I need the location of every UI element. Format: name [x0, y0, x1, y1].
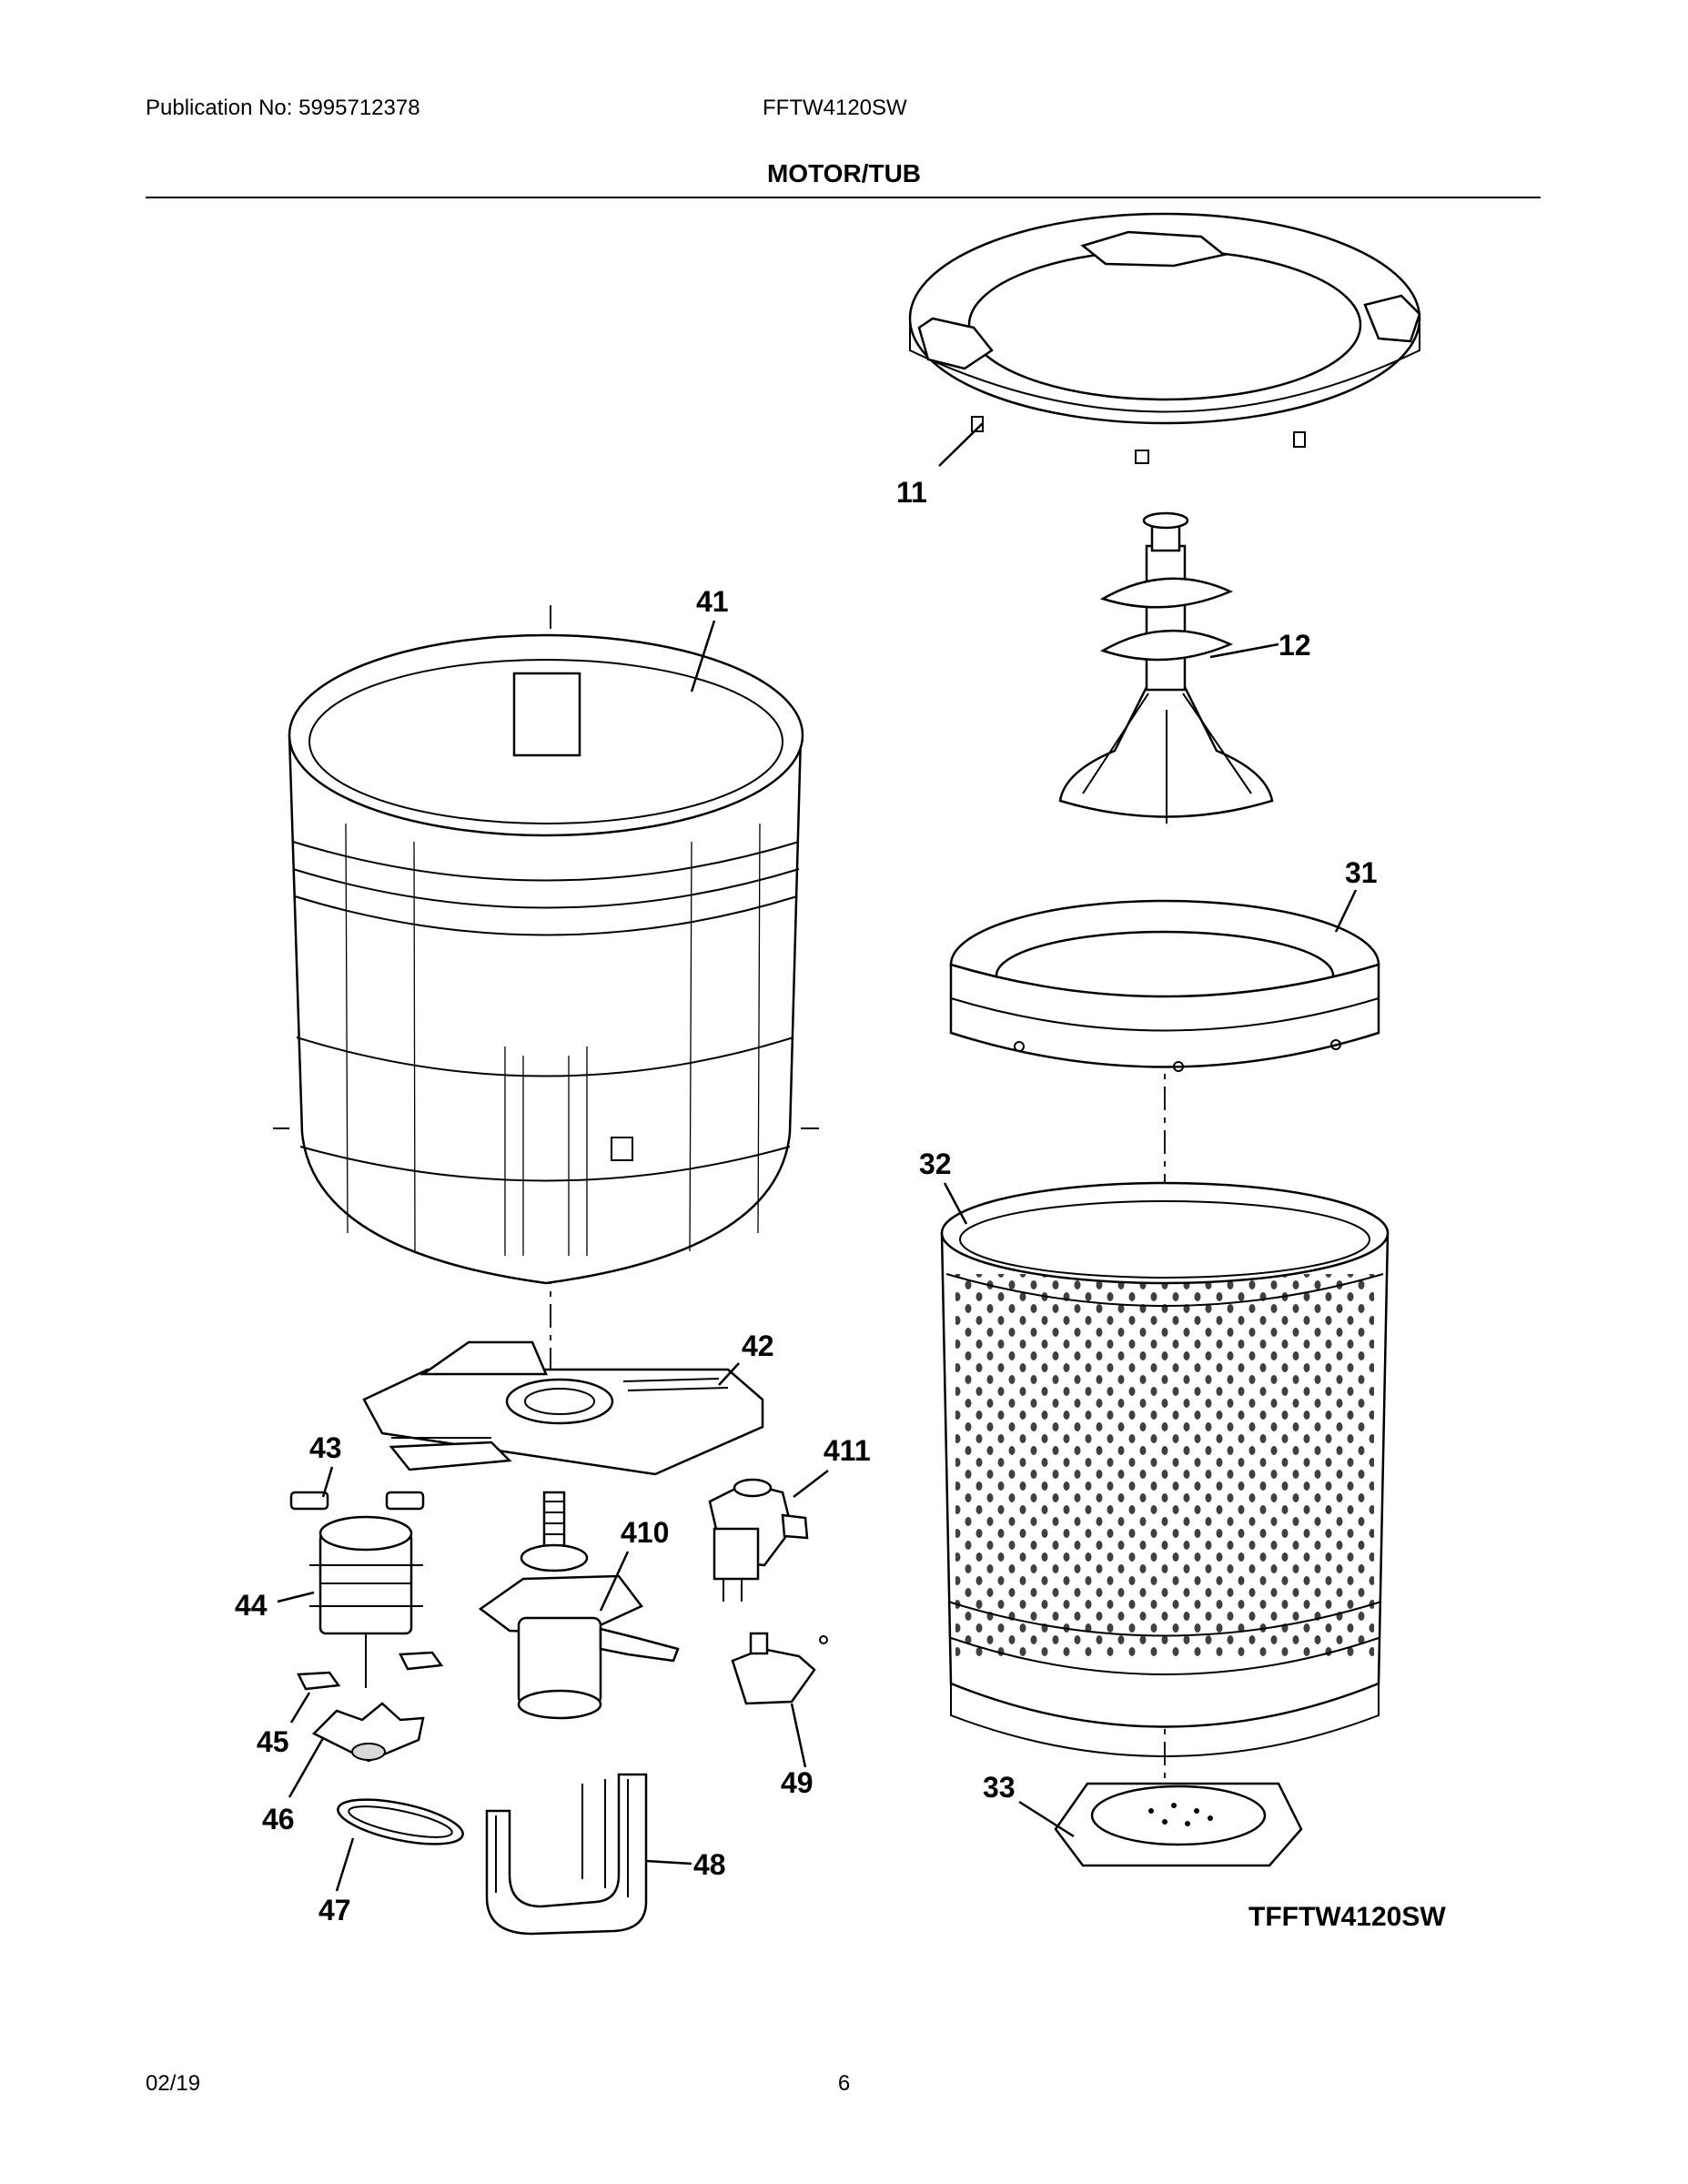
part-410-drive	[478, 1491, 680, 1720]
part-45-motor-feet	[297, 1651, 444, 1691]
page-number: 6	[837, 2071, 851, 2096]
label-part-45: 45	[257, 1725, 289, 1758]
label-part-48: 48	[693, 1848, 726, 1881]
label-part-410: 410	[621, 1516, 669, 1549]
label-part-11: 11	[896, 476, 927, 509]
part-11-tub-ring	[908, 212, 1421, 464]
part-46-pulley	[311, 1702, 425, 1763]
part-43-clips	[289, 1491, 425, 1511]
label-part-44: 44	[235, 1589, 268, 1622]
part-42-mount-bracket	[362, 1340, 764, 1476]
header-divider	[146, 197, 1541, 198]
label-part-32: 32	[919, 1148, 952, 1180]
part-31-balance-ring	[949, 899, 1380, 1072]
part-48-guard	[485, 1773, 648, 1936]
label-part-49: 49	[781, 1766, 814, 1799]
section-title: MOTOR/TUB	[766, 159, 922, 187]
model-number: FFTW4120SW	[763, 96, 907, 120]
part-44-motor	[309, 1515, 423, 1688]
label-part-33: 33	[983, 1771, 1016, 1804]
part-12-agitator	[1058, 511, 1274, 824]
drawing-code: TFFTW4120SW	[1248, 1902, 1446, 1932]
part-411-pump	[708, 1478, 809, 1602]
footer-date: 02/19	[146, 2071, 201, 2096]
part-49-switch	[731, 1632, 828, 1705]
part-47-belt	[337, 1798, 464, 1845]
publication-number: Publication No: 5995712378	[146, 96, 420, 120]
label-part-12: 12	[1279, 629, 1311, 662]
part-33-hub	[1054, 1782, 1303, 1867]
label-part-43: 43	[309, 1431, 342, 1464]
label-part-47: 47	[318, 1894, 351, 1926]
label-part-41: 41	[696, 585, 729, 618]
label-part-46: 46	[262, 1803, 295, 1835]
part-32-basket	[940, 1181, 1390, 1757]
label-part-31: 31	[1345, 856, 1378, 889]
label-part-411: 411	[824, 1434, 871, 1467]
part-41-outer-tub	[273, 633, 819, 1285]
label-part-42: 42	[742, 1330, 774, 1362]
